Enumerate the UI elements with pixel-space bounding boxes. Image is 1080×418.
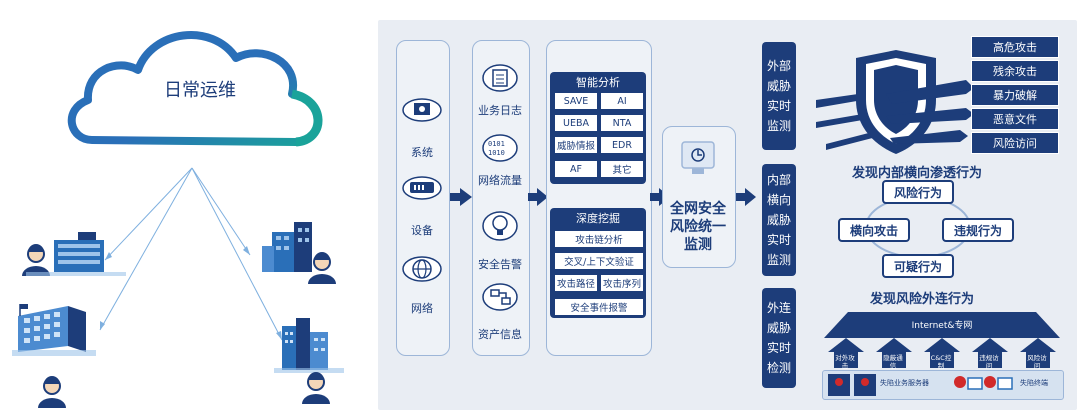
cloud-label: 日常运维 xyxy=(164,80,236,101)
outbound-title: 发现风险外连行为 xyxy=(870,292,975,307)
monitor-shield-icon xyxy=(678,140,718,180)
cloud-icon xyxy=(67,31,323,147)
server-icon xyxy=(828,374,876,396)
user-building-4 xyxy=(274,318,344,404)
deep-cell: 交叉/上下文验证 xyxy=(554,252,644,270)
lateral-item-violation: 违规行为 xyxy=(942,218,1014,242)
internet-banner-label: Internet&专网 xyxy=(911,321,973,331)
deep-cell: 攻击链分析 xyxy=(554,230,644,248)
network-globe-icon xyxy=(402,256,442,286)
smart-cell: AF xyxy=(554,160,598,178)
server-label: 失陷业务服务器 xyxy=(880,379,929,387)
smart-cell: AI xyxy=(600,92,644,110)
deep-mining-title: 深度挖掘 xyxy=(576,212,620,225)
attack-type-item: 暴力破解 xyxy=(971,84,1059,106)
arrow-right-icon xyxy=(450,188,472,206)
smart-cell: 威胁情报 xyxy=(554,136,598,154)
smart-analysis-title: 智能分析 xyxy=(576,76,620,89)
arrow-right-icon xyxy=(736,188,756,206)
deep-cell: 安全事件报警 xyxy=(554,298,644,316)
lateral-item-suspicious: 可疑行为 xyxy=(882,254,954,278)
left-scene: 日常运维 xyxy=(0,0,378,414)
smart-cell: UEBA xyxy=(554,114,598,132)
alert-bulb-icon xyxy=(482,210,518,246)
column2-item-logs: 业务日志 xyxy=(478,104,522,117)
column1-item-system: 系统 xyxy=(411,146,433,159)
house-label: 隐蔽通信 xyxy=(883,354,903,370)
house-label: 风险访问 xyxy=(1027,354,1047,370)
internal-threat-label: 内部横向威胁实时监测 xyxy=(762,164,796,276)
arrow-right-icon xyxy=(528,188,548,206)
house-label: C&C控制 xyxy=(930,354,952,370)
connection-lines xyxy=(99,167,283,341)
left-scene-drawing xyxy=(12,31,344,408)
deep-cell: 攻击序列 xyxy=(600,274,644,292)
lateral-item-risk-behavior: 风险行为 xyxy=(882,180,954,204)
user-building-3 xyxy=(12,304,96,408)
terminal-icon xyxy=(954,376,1013,390)
device-icon xyxy=(402,176,442,204)
column1-item-network: 网络 xyxy=(411,302,433,315)
column2-item-traffic: 网络流量 xyxy=(478,174,522,187)
attack-type-item: 高危攻击 xyxy=(971,36,1059,58)
shield-icon xyxy=(816,50,974,154)
system-icon xyxy=(402,98,442,126)
smart-cell: NTA xyxy=(600,114,644,132)
attack-type-item: 风险访问 xyxy=(971,132,1059,154)
smart-cell: SAVE xyxy=(554,92,598,110)
attack-type-item: 恶意文件 xyxy=(971,108,1059,130)
attack-type-item: 残余攻击 xyxy=(971,60,1059,82)
house-arrows xyxy=(828,338,1056,368)
arrowheads xyxy=(100,246,282,340)
smart-cell: 其它 xyxy=(600,160,644,178)
house-label: 对外攻击 xyxy=(835,354,855,370)
user-building-1 xyxy=(22,232,126,276)
center-title: 全网安全风险统一监测 xyxy=(670,201,726,253)
asset-icon xyxy=(482,282,518,316)
internet-banner-shape xyxy=(824,312,1060,338)
external-threat-label: 外部威胁实时监测 xyxy=(762,42,796,150)
column2-item-alerts: 安全告警 xyxy=(478,258,522,271)
column2-item-assets: 资产信息 xyxy=(478,328,522,341)
log-icon xyxy=(482,64,518,96)
lateral-item-lateral-attack: 横向攻击 xyxy=(838,218,910,242)
user-building-2 xyxy=(262,222,336,284)
outbound-threat-label: 外连威胁实时检测 xyxy=(762,288,796,388)
svg-text:0101: 0101 xyxy=(488,140,505,148)
lateral-title: 发现内部横向渗透行为 xyxy=(852,166,983,181)
terminal-label: 失陷终端 xyxy=(1020,379,1048,387)
column1-item-device: 设备 xyxy=(411,224,433,237)
smart-cell: EDR xyxy=(600,136,644,154)
deep-cell: 攻击路径 xyxy=(554,274,598,292)
svg-text:1010: 1010 xyxy=(488,149,505,157)
house-label: 违规访问 xyxy=(979,354,999,370)
arrow-right-icon xyxy=(650,188,670,206)
